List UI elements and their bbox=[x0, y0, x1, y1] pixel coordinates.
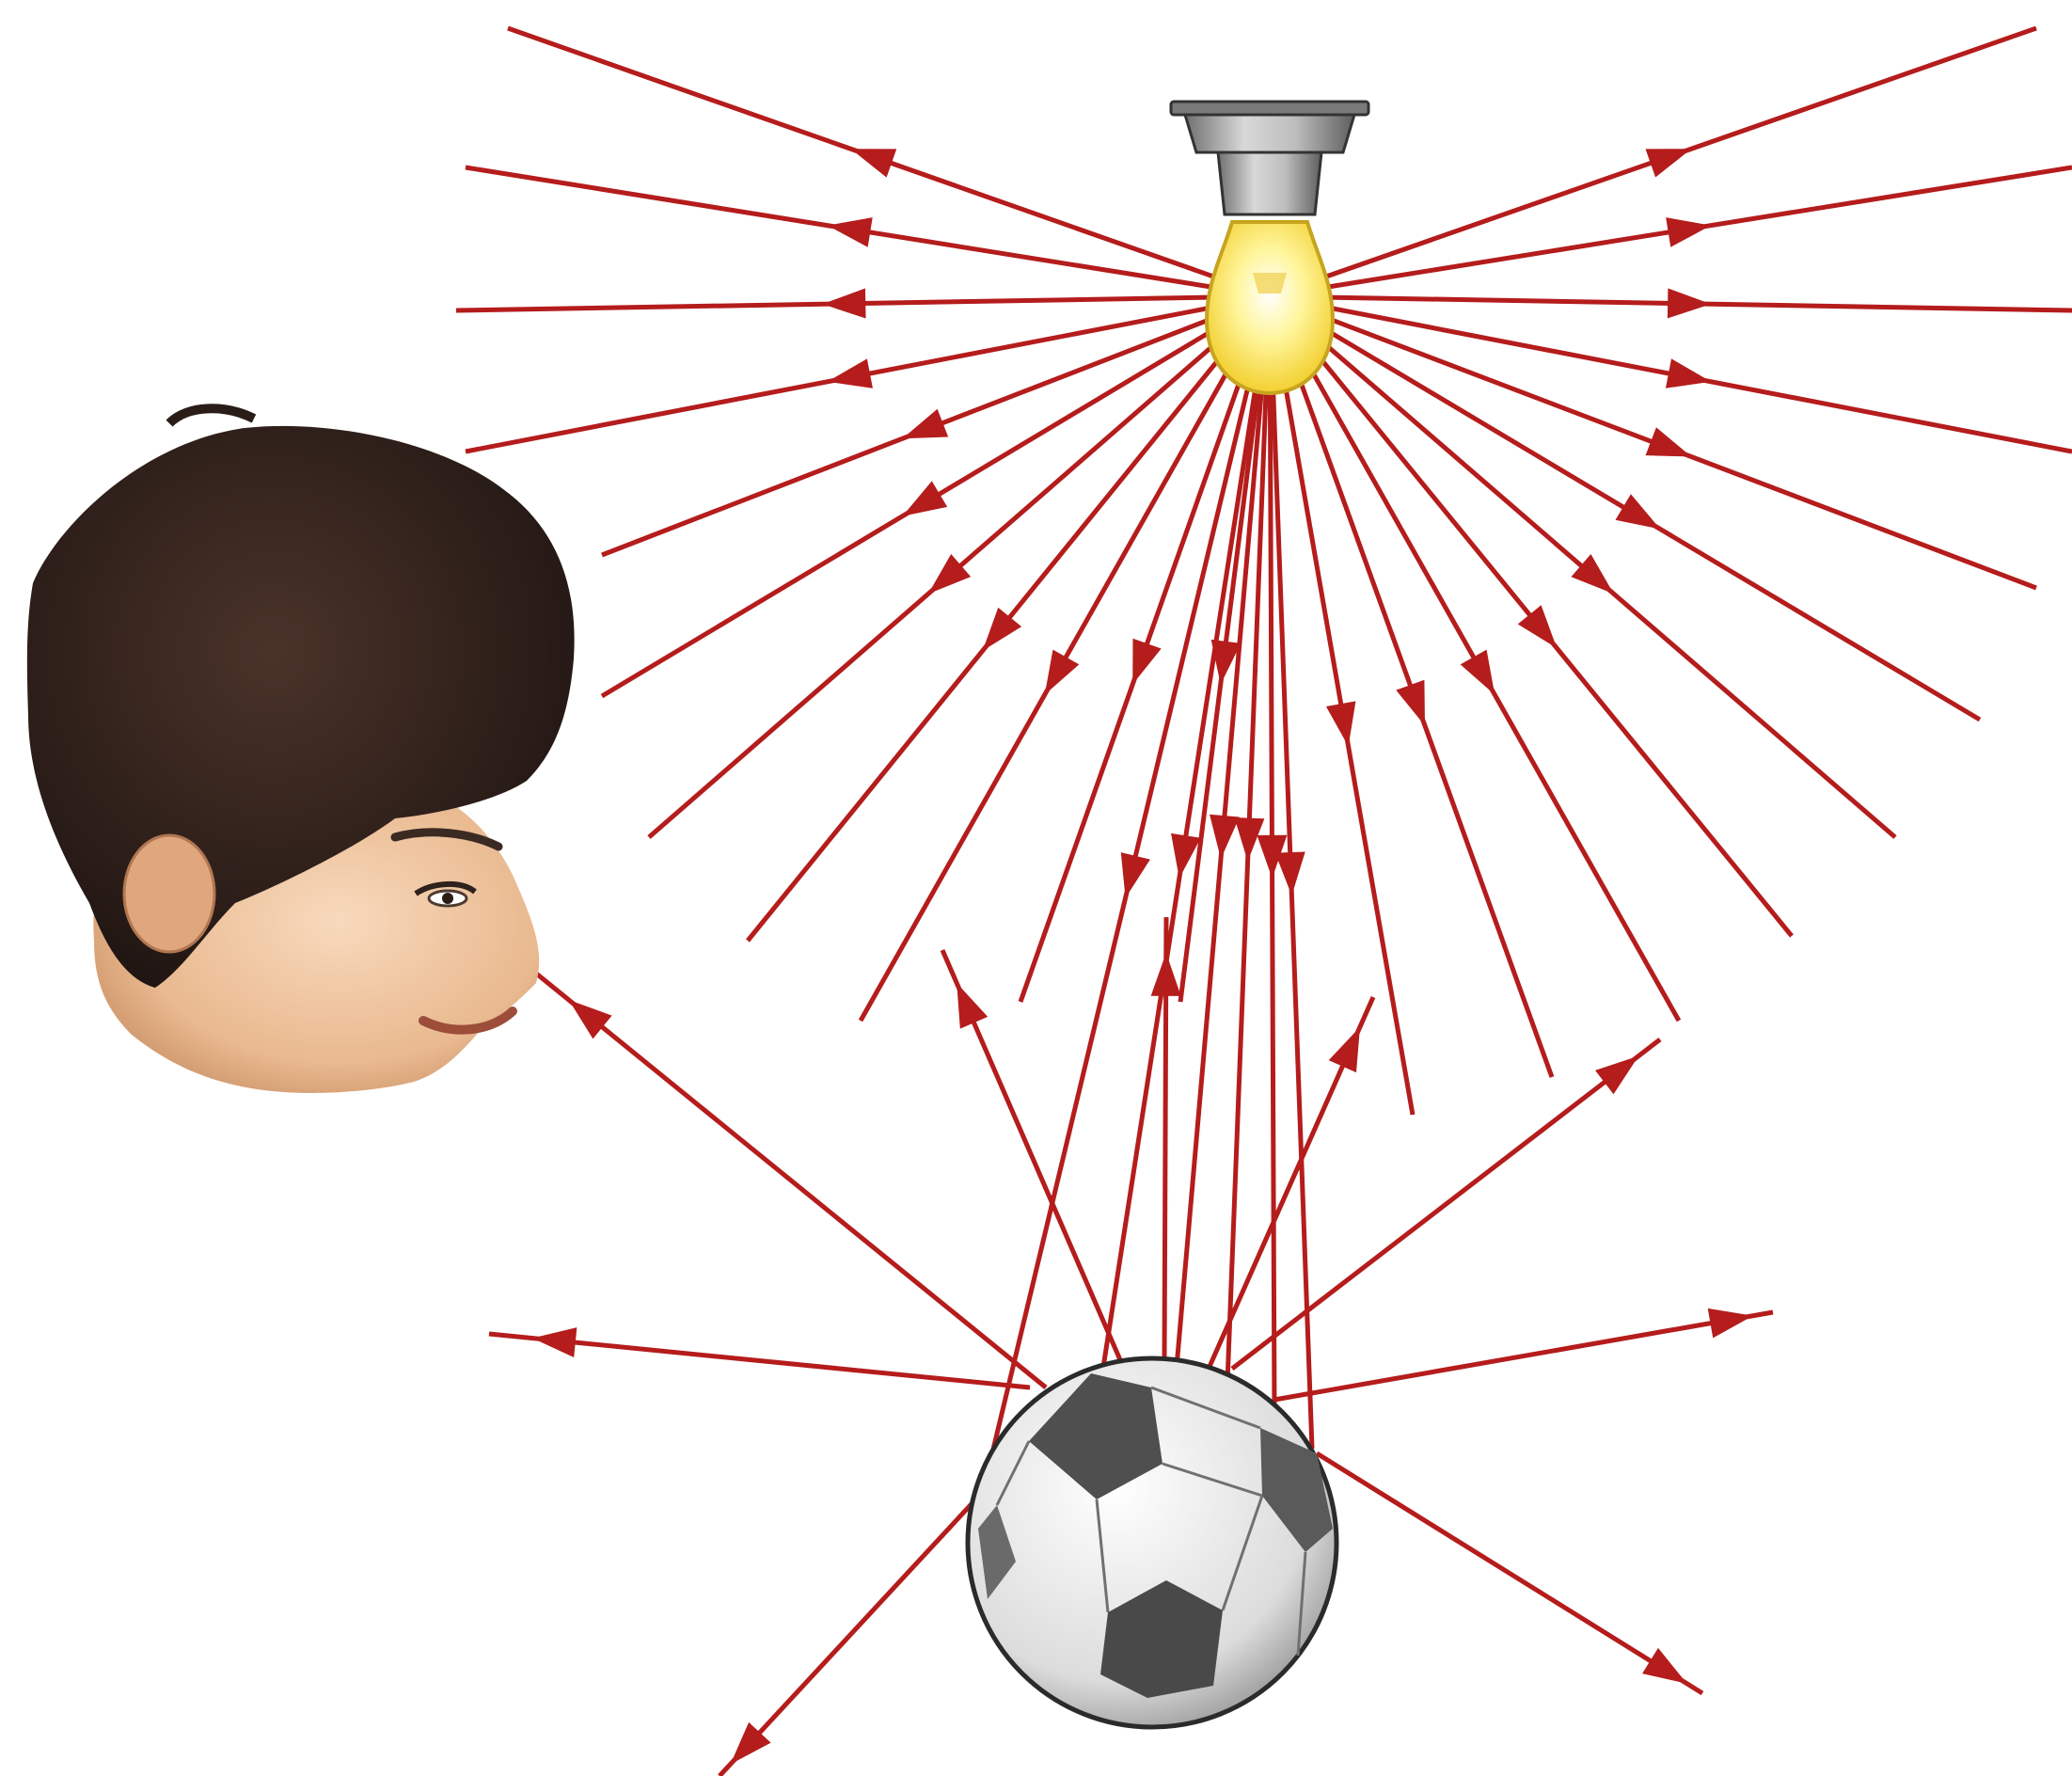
light-ray-16-arrowhead bbox=[1616, 494, 1661, 529]
incident-ray-1-arrowhead bbox=[1121, 852, 1150, 897]
light-ray-4-arrowhead bbox=[828, 358, 873, 388]
light-ray-18-arrowhead bbox=[1518, 605, 1557, 648]
light-ray-20-arrowhead bbox=[1396, 680, 1425, 726]
light-ray-19-arrowhead bbox=[1461, 650, 1495, 695]
human-head-icon bbox=[27, 408, 575, 1093]
reflected-ray-up-left-arrowhead bbox=[957, 983, 988, 1029]
light-ray-3-arrowhead bbox=[822, 288, 865, 318]
light-ray-8-arrowhead bbox=[983, 608, 1021, 651]
reflected-ray-down-right-arrowhead bbox=[1642, 1648, 1687, 1684]
light-ray-6-arrowhead bbox=[903, 481, 948, 515]
light-ray-12-arrowhead bbox=[1666, 217, 1711, 247]
reflected-ray-down-right bbox=[1317, 1453, 1702, 1693]
soccer-ball-icon bbox=[968, 1358, 1337, 1727]
light-ray-13-arrowhead bbox=[1668, 288, 1711, 318]
light-ray-2-arrowhead bbox=[828, 217, 873, 247]
light-ray-5-arrowhead bbox=[903, 409, 949, 439]
reflected-ray-up-right-arrowhead bbox=[1329, 1027, 1360, 1073]
reflected-ray-to-eye bbox=[450, 903, 1046, 1388]
reflected-ray-to-eye-arrowhead bbox=[569, 1000, 612, 1039]
light-bulb-icon bbox=[1171, 102, 1368, 393]
reflected-ray-down-left bbox=[720, 1482, 992, 1776]
light-ray-11-arrowhead bbox=[1646, 149, 1692, 177]
reflected-ray-left-arrowhead bbox=[532, 1327, 577, 1357]
light-ray-9-arrowhead bbox=[1045, 650, 1080, 695]
incident-ray-3-arrowhead bbox=[1210, 815, 1240, 859]
light-ray-1-arrowhead bbox=[851, 149, 897, 177]
light-ray-10-arrowhead bbox=[1132, 639, 1161, 685]
light-ray-14-arrowhead bbox=[1666, 358, 1711, 388]
reflected-ray-right-arrowhead bbox=[1708, 1308, 1753, 1339]
reflected-ray-right bbox=[1274, 1312, 1773, 1400]
light-ray-21-arrowhead bbox=[1326, 701, 1356, 746]
reflected-ray-up-arrowhead bbox=[1151, 953, 1181, 996]
light-ray-15-arrowhead bbox=[1646, 427, 1692, 456]
reflected-ray-right-up bbox=[1232, 1039, 1660, 1369]
incident-ray-6-arrowhead bbox=[1275, 851, 1305, 896]
reflected-ray-right-up-arrowhead bbox=[1595, 1056, 1638, 1095]
